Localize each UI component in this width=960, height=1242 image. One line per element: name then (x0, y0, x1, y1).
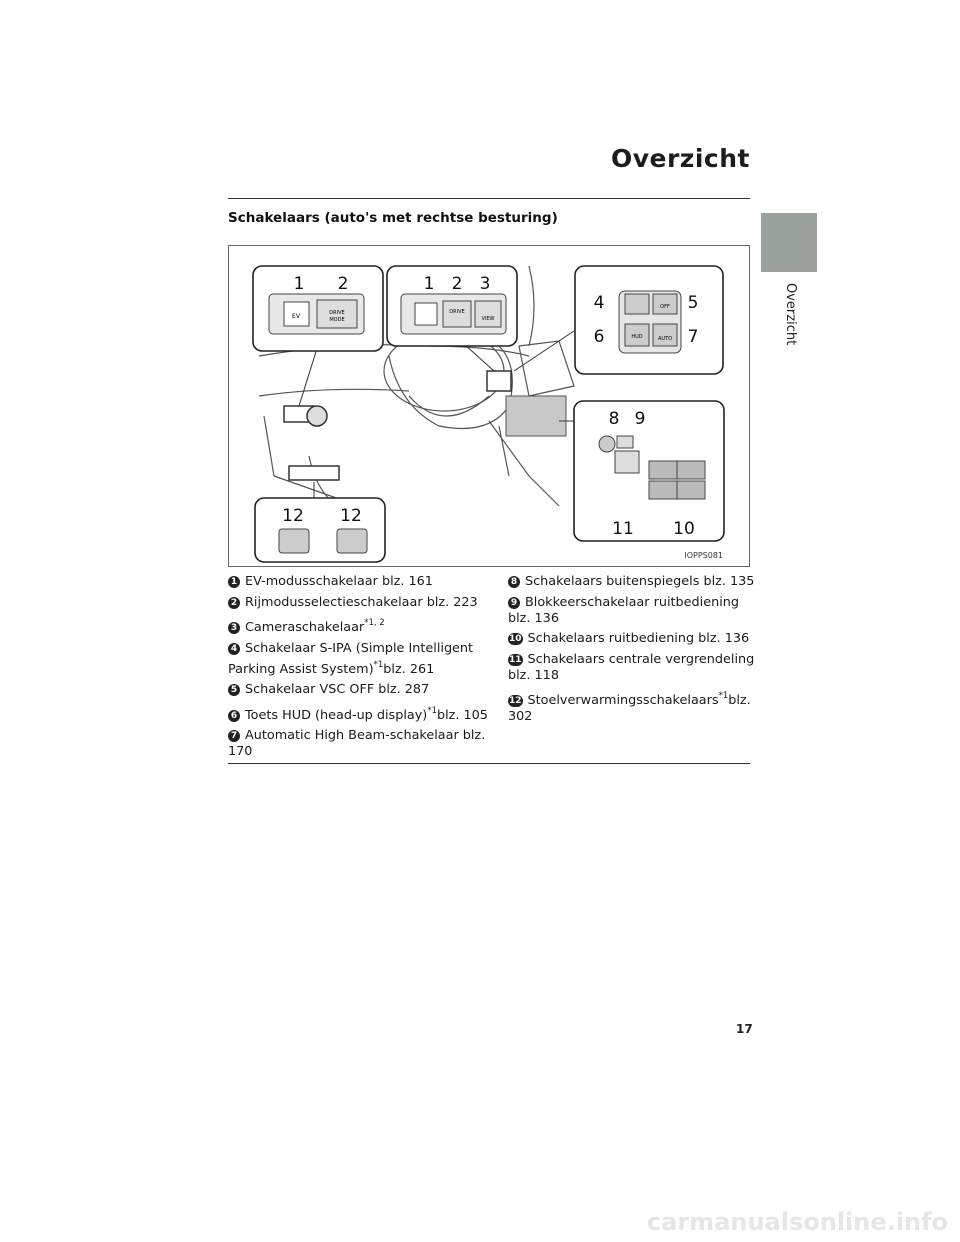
figure-code: IOPPS081 (684, 551, 723, 560)
drive-mode-text: DRIVE (329, 310, 344, 316)
ev-mode-text: EV (292, 313, 301, 320)
legend-item: 6 Toets HUD (head-up display)*1blz. 105 (228, 703, 490, 724)
legend-number: 10 (508, 633, 523, 645)
legend-page-ref: blz. 105 (437, 708, 488, 723)
inset-window-mirror (574, 401, 724, 541)
legend-footnote: *1 (427, 706, 437, 716)
callout-5: 5 (688, 293, 699, 313)
bottom-divider (228, 763, 750, 764)
svg-text:HUD: HUD (631, 334, 642, 340)
legend-text: Schakelaars ruitbediening blz. 136 (528, 631, 750, 646)
legend-number: 11 (508, 654, 523, 666)
legend-footnote: *1 (374, 660, 384, 670)
callout-10: 10 (673, 519, 695, 539)
callout-9: 9 (635, 409, 646, 429)
callout-11: 11 (612, 519, 634, 539)
inset-seat-heater (255, 498, 385, 562)
inset-sipa-vsc-hud-ahb: HUD OFF AUTO (575, 266, 723, 374)
inset-ev-drive: EV DRIVE MODE (253, 266, 383, 351)
callout-2-b: 2 (452, 274, 463, 294)
legend-item: 3 Cameraschakelaar*1, 2 (228, 615, 490, 636)
legend-item: 1 EV-modusschakelaar blz. 161 (228, 574, 490, 590)
section-tab (761, 213, 817, 272)
legend-number: 6 (228, 710, 240, 722)
section-tab-label: Overzicht (778, 283, 798, 353)
svg-text:DRIVE: DRIVE (449, 309, 464, 315)
callout-7: 7 (688, 327, 699, 347)
legend-text: Schakelaars centrale vergrendeling blz. … (508, 652, 754, 683)
watermark-logo: carmanualsonline.info (600, 1204, 950, 1238)
legend-number: 5 (228, 684, 240, 696)
callout-4: 4 (594, 293, 605, 313)
legend-text: Blokkeerschakelaar ruitbediening blz. 13… (508, 595, 739, 626)
callout-12: 12 (282, 506, 304, 526)
legend-page-ref: blz. 261 (383, 662, 434, 677)
legend-text: Automatic High Beam-schakelaar blz. 170 (228, 728, 485, 759)
legend-footnote: *1, 2 (364, 618, 384, 628)
legend-item: 2 Rijmodusselectieschakelaar blz. 223 (228, 595, 490, 611)
legend-number: 1 (228, 576, 240, 588)
svg-text:OFF: OFF (660, 304, 670, 310)
callout-3: 3 (480, 274, 491, 294)
legend-item: 5 Schakelaar VSC OFF blz. 287 (228, 682, 490, 698)
legend-footnote: *1 (719, 691, 729, 701)
legend-text: Rijmodusselectieschakelaar blz. 223 (245, 595, 478, 610)
section-heading: Schakelaars (auto's met rechtse besturin… (228, 210, 558, 226)
legend-number: 9 (508, 597, 520, 609)
callout-1-b: 1 (424, 274, 435, 294)
page-title: Overzicht (611, 144, 750, 173)
callout-6: 6 (594, 327, 605, 347)
page-number: 17 (736, 1022, 753, 1036)
legend-text: Toets HUD (head-up display) (245, 708, 427, 723)
legend-item: 10 Schakelaars ruitbediening blz. 136 (508, 631, 758, 647)
legend-left: 1 EV-modusschakelaar blz. 161 2 Rijmodussel… (228, 574, 490, 765)
title-divider (228, 198, 750, 199)
svg-text:carmanualsonline.info: carmanualsonline.info (647, 1208, 948, 1236)
dashboard-drawing: EV DRIVE MODE DRIVE VIEW HUD OFF AUTO (229, 246, 751, 568)
callout-2: 2 (338, 274, 349, 294)
callout-8: 8 (609, 409, 620, 429)
svg-text:MODE: MODE (329, 317, 344, 323)
legend-text: Cameraschakelaar (245, 620, 364, 635)
legend-text: EV-modusschakelaar blz. 161 (245, 574, 433, 589)
legend-number: 8 (508, 576, 520, 588)
legend-number: 4 (228, 643, 240, 655)
legend-item: 8 Schakelaars buitenspiegels blz. 135 (508, 574, 758, 590)
legend-number: 3 (228, 622, 240, 634)
callout-12-b: 12 (340, 506, 362, 526)
callout-1: 1 (294, 274, 305, 294)
legend-number: 7 (228, 730, 240, 742)
switches-illustration: EV DRIVE MODE DRIVE VIEW HUD OFF AUTO (228, 245, 750, 567)
legend-text: Stoelverwarmingsschakelaars (528, 693, 719, 708)
svg-text:VIEW: VIEW (482, 316, 495, 322)
legend-number: 12 (508, 695, 523, 707)
legend-text: Schakelaar VSC OFF blz. 287 (245, 682, 429, 697)
legend-text: Schakelaar S-IPA (Simple Intelligent Par… (228, 641, 473, 677)
legend-number: 2 (228, 597, 240, 609)
svg-text:AUTO: AUTO (658, 336, 672, 342)
legend-text: Schakelaars buitenspiegels blz. 135 (525, 574, 754, 589)
